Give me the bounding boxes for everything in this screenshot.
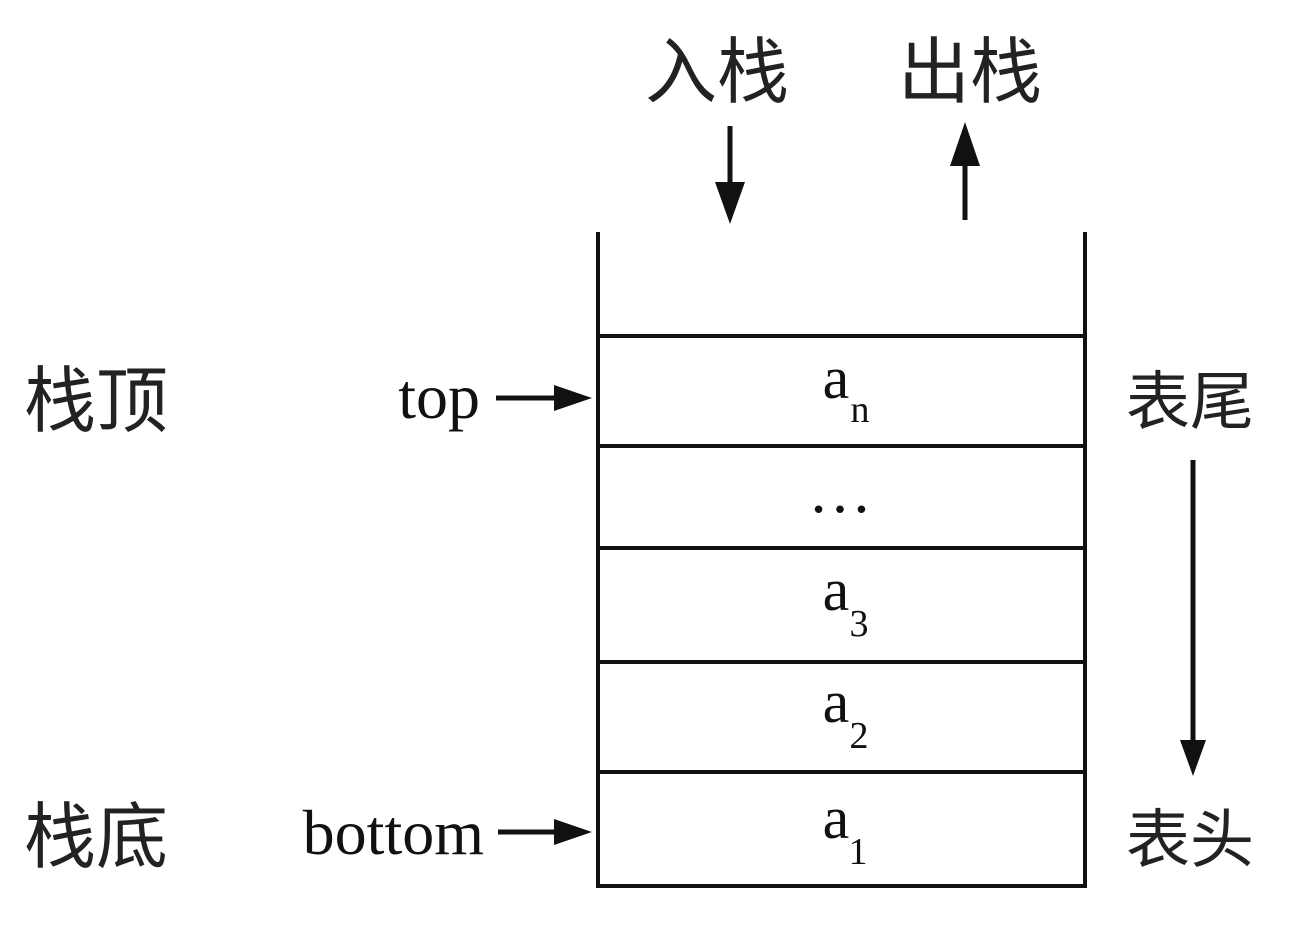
stack-container bbox=[596, 232, 1087, 888]
stack-cell-a3: a 3 bbox=[823, 557, 869, 645]
cell-a3-base: a bbox=[823, 557, 850, 623]
push-label: 入栈 bbox=[645, 30, 789, 114]
bottom-pointer-label: bottom bbox=[303, 797, 484, 868]
cell-an-subscript: n bbox=[851, 389, 870, 431]
pop-label: 出栈 bbox=[898, 30, 1042, 114]
cell-a2-base: a bbox=[823, 669, 850, 735]
top-pointer-arrow bbox=[496, 385, 592, 411]
stack-cell-an: a n bbox=[823, 345, 870, 431]
push-arrow bbox=[715, 126, 745, 224]
stack-bottom-label: 栈底 bbox=[24, 795, 168, 879]
pop-arrow bbox=[950, 122, 980, 220]
bottom-pointer-arrow bbox=[498, 819, 592, 845]
tail-to-head-arrow bbox=[1180, 460, 1206, 776]
table-head-label: 表头 bbox=[1126, 804, 1254, 878]
stack-cell-a1: a 1 bbox=[823, 785, 868, 873]
cell-a1-base: a bbox=[823, 785, 850, 851]
table-tail-label: 表尾 bbox=[1126, 366, 1254, 440]
cell-a1-subscript: 1 bbox=[849, 831, 868, 873]
top-pointer-label: top bbox=[398, 361, 480, 432]
stack-cell-a2: a 2 bbox=[823, 669, 869, 757]
cell-ellipsis: … bbox=[808, 455, 872, 526]
cell-an-base: a bbox=[823, 345, 850, 411]
cell-a2-subscript: 2 bbox=[850, 715, 869, 757]
stack-top-label: 栈顶 bbox=[24, 359, 168, 443]
cell-a3-subscript: 3 bbox=[850, 603, 869, 645]
